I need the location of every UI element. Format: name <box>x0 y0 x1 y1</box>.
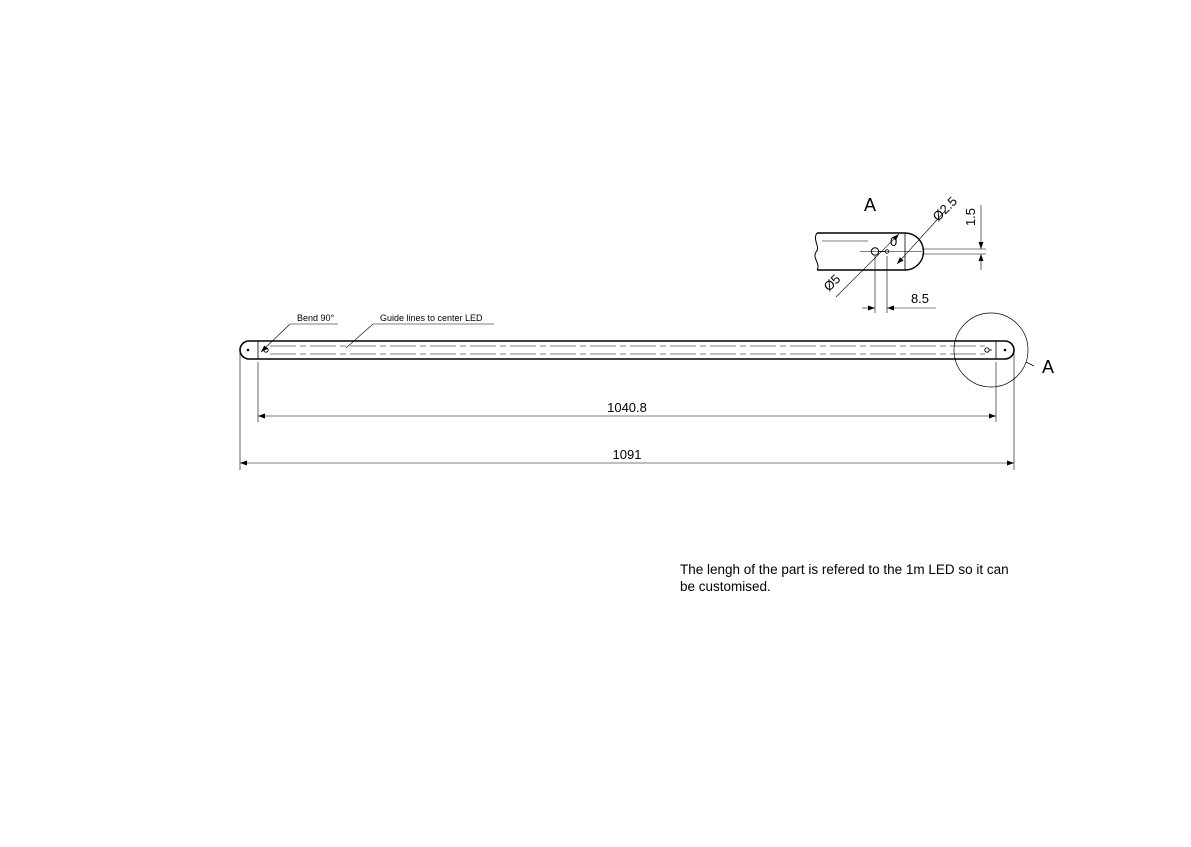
right-mount-hole <box>984 347 990 353</box>
spacing-label: 8.5 <box>911 291 929 306</box>
bend-label: Bend 90° <box>297 313 335 323</box>
dia5-leader <box>835 233 900 298</box>
detail-view-label: A <box>864 195 876 215</box>
bend-leader: Bend 90° <box>260 313 338 353</box>
dia2-5-label: Ø2.5 <box>930 194 961 225</box>
left-end-hole <box>246 348 250 352</box>
edge-offset-label: 1.5 <box>963 208 978 226</box>
detail-view-a: A Ø5 Ø2.5 0 8.5 1.5 <box>814 194 986 313</box>
detail-callout-circle <box>953 312 1029 388</box>
guide-leader: Guide lines to center LED <box>345 313 494 349</box>
led-strip-part <box>239 340 1015 360</box>
dimension-overall-value: 1091 <box>613 447 642 462</box>
guide-label: Guide lines to center LED <box>380 313 483 323</box>
dia5-label: Ø5 <box>821 271 844 294</box>
dia2-5-leader <box>896 210 946 265</box>
dimension-overall: 1091 <box>239 353 1015 470</box>
note-line-2: be customised. <box>680 578 771 594</box>
right-end-hole <box>1003 348 1007 352</box>
offset-zero-label: 0 <box>890 234 897 249</box>
dimension-inner-value: 1040.8 <box>607 400 647 415</box>
dimension-inner: 1040.8 <box>257 362 997 422</box>
note-line-1: The lengh of the part is refered to the … <box>680 562 1009 577</box>
detail-callout-label: A <box>1042 357 1054 377</box>
drawing-note: The lengh of the part is refered to the … <box>680 562 1040 595</box>
